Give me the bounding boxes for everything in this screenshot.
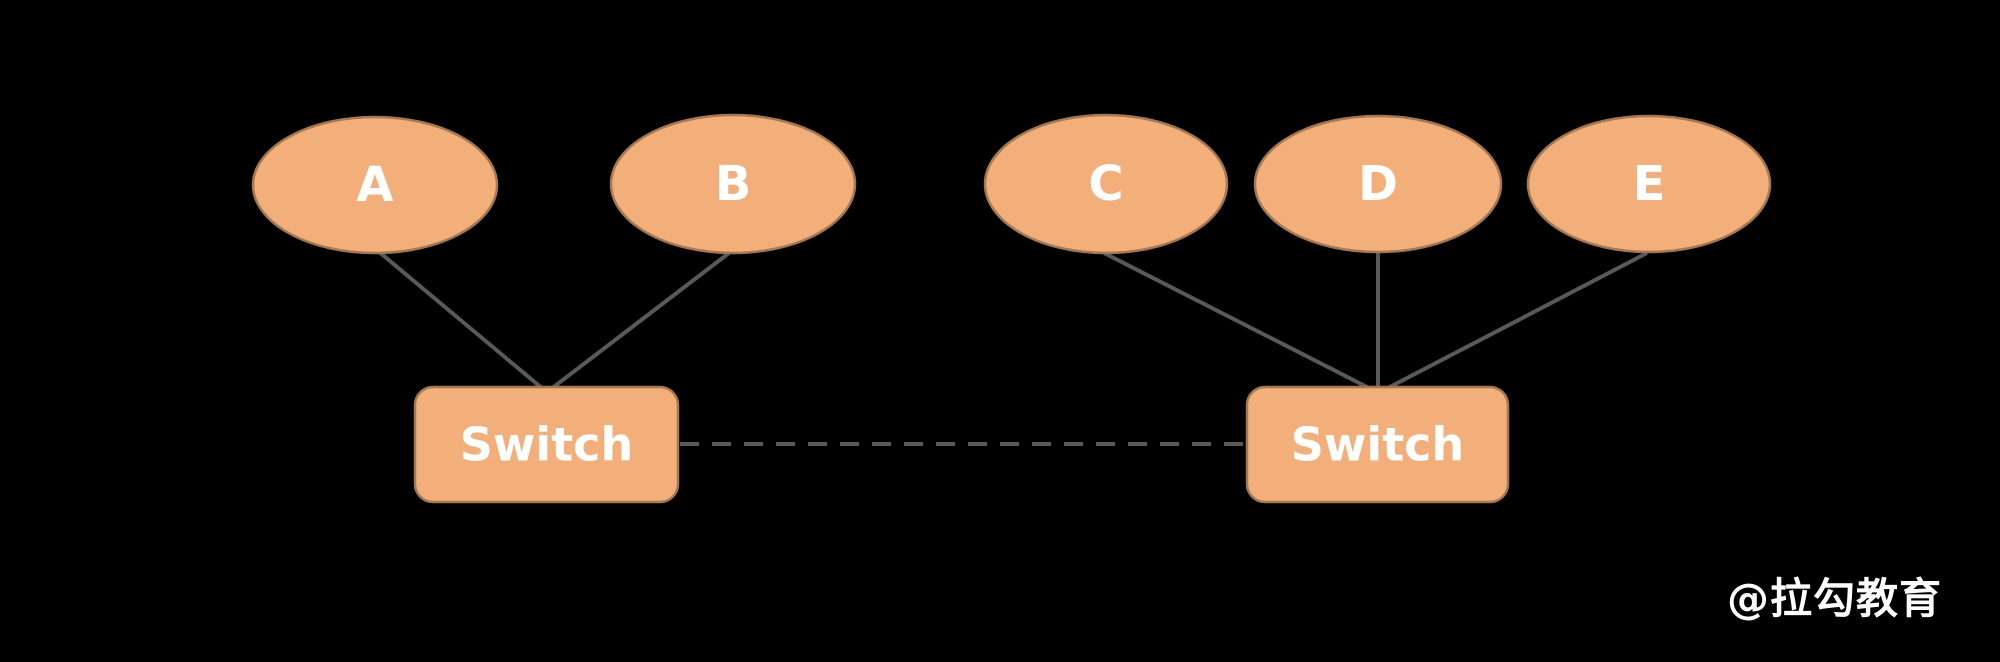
host-label-A: A <box>356 157 393 213</box>
host-node-C <box>983 113 1229 255</box>
switch-right-label: Switch <box>1291 418 1464 472</box>
switch-left-node <box>413 385 680 504</box>
host-node-E <box>1526 114 1772 254</box>
link-E-switch-right-link <box>1385 251 1648 391</box>
host-node-B <box>609 113 857 255</box>
host-label-B: B <box>715 156 752 212</box>
link-B-switch-left-link <box>549 251 731 391</box>
link-C-switch-right-link <box>1103 251 1372 391</box>
link-A-switch-left-link <box>376 249 545 391</box>
host-node-D <box>1253 114 1503 254</box>
host-node-A <box>251 115 499 255</box>
host-label-C: C <box>1088 156 1123 212</box>
switch-left-label: Switch <box>460 418 633 472</box>
host-label-D: D <box>1358 156 1398 212</box>
host-label-E: E <box>1633 156 1666 212</box>
switch-right-node <box>1245 385 1510 504</box>
watermark: @拉勾教育 <box>1726 574 1942 623</box>
